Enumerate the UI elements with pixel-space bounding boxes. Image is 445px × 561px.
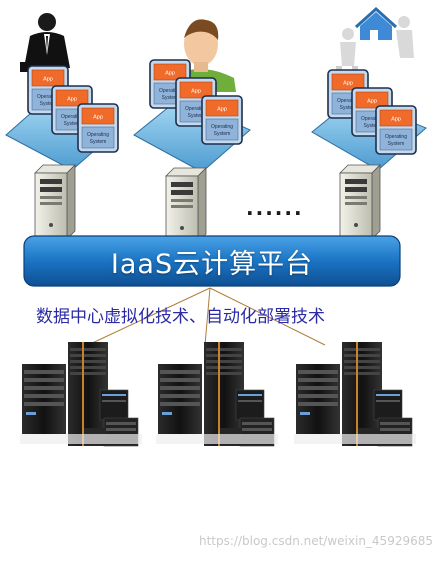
vm-group-2	[133, 59, 251, 243]
physical-server-3	[339, 164, 381, 240]
people-carrying-house-icon	[336, 6, 414, 76]
connection-lines	[87, 287, 326, 346]
platform-title: IaaS云计算平台	[110, 248, 314, 280]
vm-group-1	[5, 65, 119, 240]
physical-server-1	[34, 164, 76, 240]
server-rack-group-2	[155, 341, 279, 447]
vm-card	[201, 95, 243, 145]
watermark-text: https://blog.csdn.net/weixin_45929685	[198, 534, 433, 548]
more-servers-ellipsis: ......	[246, 196, 304, 220]
businessman-icon	[20, 13, 70, 72]
server-rack-group-3	[293, 341, 417, 447]
vm-group-3	[311, 69, 427, 240]
vm-card	[375, 105, 417, 155]
technology-caption: 数据中心虚拟化技术、自动化部署技术	[36, 307, 325, 327]
iaas-platform-bar	[23, 235, 401, 287]
vm-card	[77, 103, 119, 153]
server-rack-group-1	[19, 341, 143, 447]
physical-server-2	[165, 167, 207, 243]
